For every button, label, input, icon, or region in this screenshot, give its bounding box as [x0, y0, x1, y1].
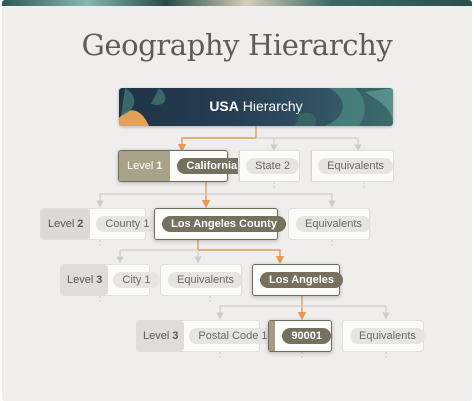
level-badge-row1: Level 1	[119, 151, 171, 181]
node-state-2[interactable]: State 2	[238, 150, 300, 182]
node-county-1[interactable]: Level 2 County 1	[40, 208, 159, 240]
level-number: 3	[96, 274, 103, 286]
connector-la-county-to-los-angeles	[197, 240, 285, 265]
city-1-label: City 1	[113, 272, 160, 288]
diagram-title: Geography Hierarchy	[81, 28, 393, 62]
node-los-angeles-county[interactable]: Los Angeles County	[154, 208, 286, 240]
level-label: Level	[127, 160, 154, 172]
connector-usa-to-california	[177, 126, 257, 153]
connector-california-to-county1	[96, 193, 206, 208]
equivalents-label: Equivalents	[350, 328, 425, 344]
level-badge-row3: Level 3	[61, 265, 109, 295]
postal-90001-label: 90001	[282, 328, 331, 344]
equivalents-label: Equivalents	[296, 216, 371, 232]
postal-code-1-label: Postal Code 1	[189, 328, 277, 344]
node-equivalents-row1[interactable]: Equivalents	[310, 150, 394, 182]
node-postal-code-1[interactable]: Level 3 Postal Code 1	[136, 320, 277, 352]
level-badge-row4: Level 3	[137, 321, 185, 351]
level-number: 3	[172, 330, 179, 342]
node-city-1[interactable]: Level 3 City 1	[60, 264, 160, 296]
connector-usa-to-equivalents	[274, 137, 362, 152]
level-number: 1	[156, 160, 163, 172]
node-california[interactable]: Level 1 California	[118, 150, 247, 182]
equivalents-label: Equivalents	[168, 272, 243, 288]
level-number: 2	[77, 218, 84, 230]
node-los-angeles[interactable]: Los Angeles	[252, 264, 343, 296]
los-angeles-county-label: Los Angeles County	[162, 216, 286, 232]
banner-leaf-pattern	[119, 88, 393, 126]
banner-title: USA Hierarchy	[119, 98, 393, 114]
node-equivalents-row2[interactable]: Equivalents	[288, 208, 371, 240]
connector-usa-to-state2	[256, 137, 278, 152]
node-90001[interactable]: 90001	[268, 320, 332, 352]
level-label: Level	[143, 330, 170, 342]
county-1-label: County 1	[96, 216, 159, 232]
level-label: Level	[48, 218, 75, 230]
node-equivalents-row4[interactable]: Equivalents	[342, 320, 425, 352]
equivalents-label: Equivalents	[318, 158, 393, 174]
banner-title-bold: USA	[209, 98, 239, 114]
connector-los-angeles-to-postal1	[216, 305, 302, 320]
connector-california-to-equivalents	[206, 193, 336, 208]
connector-la-county-to-city1	[116, 249, 198, 264]
level-badge-row2: Level 2	[41, 209, 91, 239]
decorative-top-strip	[2, 0, 472, 6]
usa-hierarchy-banner: USA Hierarchy	[119, 88, 393, 126]
node-equivalents-row3[interactable]: Equivalents	[160, 264, 243, 296]
los-angeles-label: Los Angeles	[260, 272, 343, 288]
banner-title-rest: Hierarchy	[242, 98, 303, 114]
california-label: California	[177, 158, 247, 174]
state-2-label: State 2	[246, 158, 299, 174]
connector-los-angeles-to-equivalents	[302, 305, 390, 320]
level-label: Level	[67, 274, 94, 286]
